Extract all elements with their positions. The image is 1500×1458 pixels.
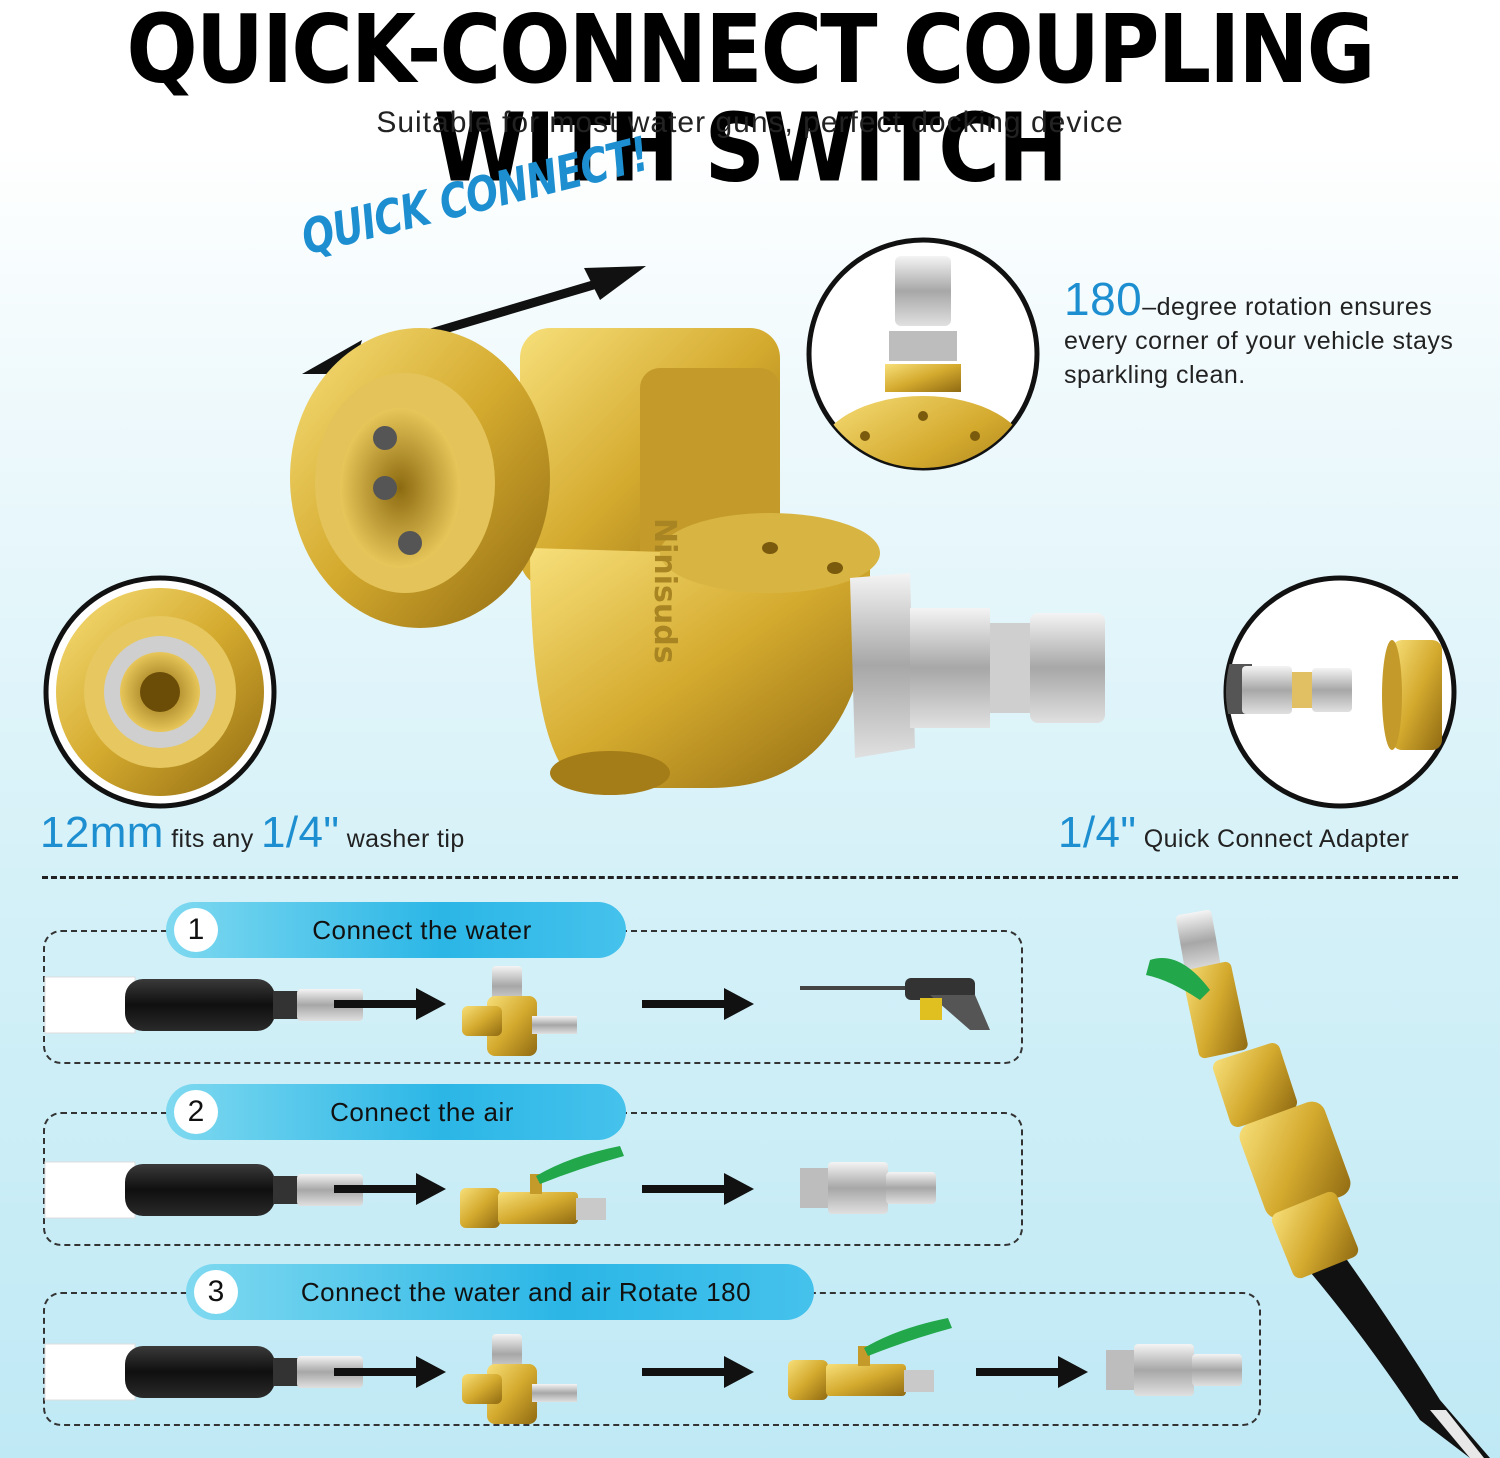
step-2-label: Connect the air <box>330 1096 514 1127</box>
spray-gun-icon <box>800 978 990 1030</box>
rotation-info: 180–degree rotation ensures every corner… <box>1064 276 1484 392</box>
rotation-detail-image <box>806 237 1040 471</box>
page-subtitle: Suitable for most water guns, perfect do… <box>376 106 1124 139</box>
left-caption-end: washer tip <box>339 825 465 853</box>
step-3-label: Connect the water and air Rotate 180 <box>300 1276 752 1307</box>
adapter-detail-image <box>1223 575 1457 809</box>
right-caption-fraction: 1/4" <box>1058 808 1137 857</box>
left-caption-middle: fits any <box>163 825 261 853</box>
step-1-pill: 1 Connect the water <box>166 902 626 958</box>
step-1-number: 1 <box>174 908 218 952</box>
left-caption: 12mm fits any 1/4" washer tip <box>40 808 465 858</box>
right-caption-text: Quick Connect Adapter <box>1136 825 1410 853</box>
left-caption-size: 12mm <box>40 808 164 857</box>
rotation-number: 180 <box>1064 273 1143 325</box>
step-1-label: Connect the water <box>312 914 532 945</box>
step-3-pill: 3 Connect the water and air Rotate 180 <box>186 1264 814 1320</box>
left-caption-fraction: 1/4" <box>260 808 340 857</box>
rotation-text: –degree rotation ensures every corner of… <box>1064 293 1454 389</box>
step-3-number: 3 <box>194 1270 238 1314</box>
assembled-coupling-image <box>1146 909 1490 1458</box>
coupling-product-image: Ninisuds <box>290 328 1105 795</box>
step-2-pill: 2 Connect the air <box>166 1084 626 1140</box>
right-caption: 1/4" Quick Connect Adapter <box>1058 808 1409 858</box>
page-title: QUICK-CONNECT COUPLING WITH SWITCH <box>126 0 1375 203</box>
embossed-brand: Ninisuds <box>647 518 682 664</box>
step-2-number: 2 <box>174 1090 218 1134</box>
socket-detail-image <box>43 575 277 809</box>
section-divider <box>42 876 1458 879</box>
